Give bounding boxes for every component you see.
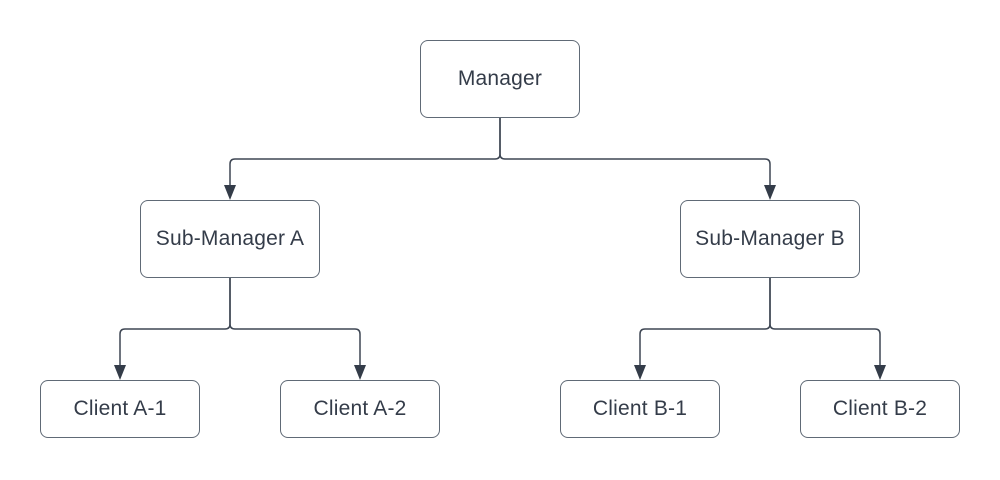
- node-client-a-1: Client A-1: [40, 380, 200, 438]
- node-client-b-2: Client B-2: [800, 380, 960, 438]
- node-sub-manager-b: Sub-Manager B: [680, 200, 860, 278]
- node-label-client-b-2: Client B-2: [832, 397, 928, 420]
- node-client-b-1: Client B-1: [560, 380, 720, 438]
- node-label-client-a-1: Client A-1: [73, 397, 167, 420]
- node-label-client-b-1: Client B-1: [592, 397, 688, 420]
- node-sub-manager-a: Sub-Manager A: [140, 200, 320, 278]
- node-label-manager: Manager: [457, 67, 543, 90]
- node-label-client-a-2: Client A-2: [313, 397, 407, 420]
- node-client-a-2: Client A-2: [280, 380, 440, 438]
- node-manager: Manager: [420, 40, 580, 118]
- node-label-sub-manager-b: Sub-Manager B: [695, 227, 845, 250]
- node-label-sub-manager-a: Sub-Manager A: [155, 227, 305, 250]
